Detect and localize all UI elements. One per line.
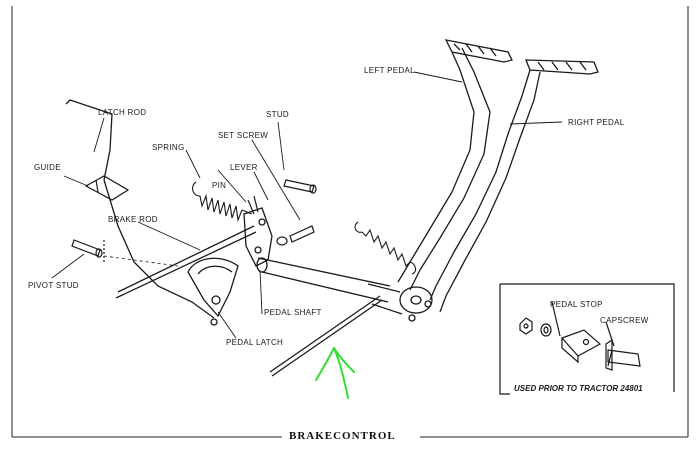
label-spring: SPRING [152,143,185,152]
figure-title: BRAKECONTROL [286,430,399,442]
label-latch-rod: LATCH ROD [98,108,147,117]
inset-parts [519,301,641,371]
set-screw [276,225,315,246]
label-stud: STUD [266,110,289,119]
label-guide: GUIDE [34,163,61,172]
label-lever: LEVER [230,163,258,172]
pivot-guide-line [103,255,179,267]
label-set-screw: SET SCREW [218,131,269,140]
guide [84,175,130,201]
label-pedal-shaft: PEDAL SHAFT [264,308,322,317]
label-pedal-latch: PEDAL LATCH [226,338,284,347]
figure-border [11,6,689,438]
label-capscrew: CAPSCREW [600,316,649,325]
inset-note: USED PRIOR TO TRACTOR 24801 [514,384,643,393]
green-annotation-arrow [315,347,355,399]
pin [247,195,259,215]
pedal-spring [354,221,417,275]
brake-rod [115,225,257,299]
long-rod [269,295,383,377]
pedal-hub [367,283,433,322]
pedal-latch [187,257,239,326]
label-left-pedal: LEFT PEDAL [364,66,415,75]
stud [283,179,317,194]
spring [191,181,253,223]
label-right-pedal: RIGHT PEDAL [568,118,625,127]
label-brake-rod: BRAKE ROD [108,215,158,224]
leader-lines [51,71,563,339]
label-pivot-stud: PIVOT STUD [28,281,79,290]
pedal-shaft [256,257,391,303]
right-pedal [429,59,599,313]
latch-rod [65,99,215,319]
label-pedal-stop: PEDAL STOP [550,300,603,309]
inset-box [499,283,675,395]
left-pedal [397,39,513,291]
label-pin: PIN [212,181,227,190]
lever [243,207,273,267]
pivot-stud [71,239,105,262]
